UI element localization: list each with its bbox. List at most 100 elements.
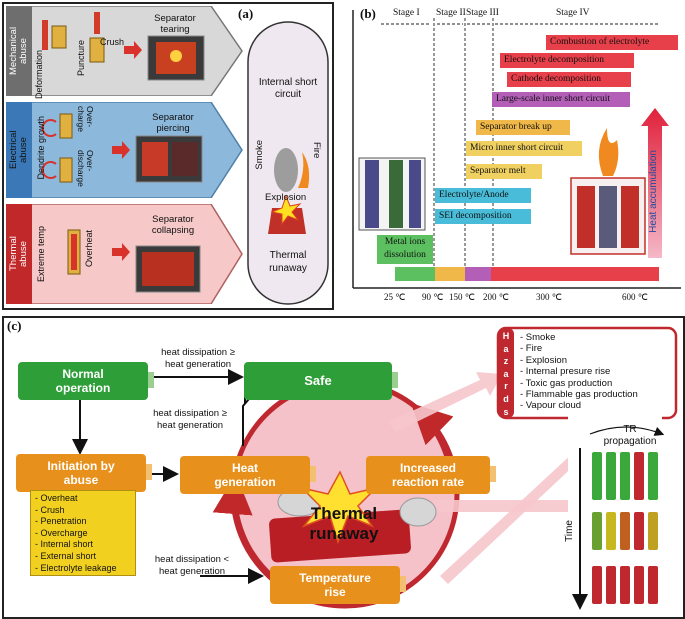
tr-cell: [606, 452, 616, 500]
mechanical-row-shape: [6, 6, 243, 96]
tr-cell: [648, 512, 658, 550]
tick-150: 150 ℃: [449, 292, 475, 302]
battery-terminal: [310, 466, 316, 482]
cause-overcharge: - Overcharge: [35, 527, 88, 538]
stage-2-label: Stage II: [436, 8, 466, 18]
mechanical-cause-crush: Crush: [100, 37, 125, 47]
overcharge-icon: [59, 113, 73, 139]
exploding-battery-icon: [268, 208, 306, 234]
event-sei-decomposition: SEI decomposition: [435, 209, 531, 224]
panel-b-label: (b): [360, 6, 376, 21]
tick-25: 25 ℃: [384, 292, 406, 302]
explosion-icon: [270, 194, 302, 226]
electrical-cause-overcharge: Over-charge: [76, 106, 95, 132]
hazards-title: H a z a r d s: [502, 331, 510, 417]
electrical-row-shape: [6, 102, 243, 198]
puncture-icon: [94, 12, 100, 34]
arrow-label-dissipation-1: heat dissipation ≥heat generation: [161, 347, 235, 370]
tick-600: 600 ℃: [622, 292, 648, 302]
capsule-shape: [247, 21, 329, 305]
stage-3-label: Stage III: [466, 8, 499, 18]
hazard-fire: - Fire: [520, 343, 543, 355]
electrical-cause-dendrite: Dendrite growth: [36, 116, 46, 180]
capsule-fire: Fire: [311, 142, 322, 159]
stage-4-label: Stage IV: [556, 8, 590, 18]
event-separator-melt: Separator melt: [466, 164, 542, 179]
tr-cell: [620, 566, 630, 604]
hazards-list: - Smoke - Fire - Explosion - Internal pr…: [520, 332, 638, 412]
fire-icon: [298, 152, 310, 188]
battery-terminal: [490, 466, 496, 482]
capsule-explosion: Explosion: [265, 192, 307, 203]
event-combustion: Combustion of electrolyte: [546, 35, 678, 50]
electrical-cause-overdischarge: Over-discharge: [76, 150, 95, 187]
tr-cell: [592, 566, 602, 604]
tr-cell: [634, 512, 644, 550]
deformation-icon: [42, 20, 48, 50]
capsule-smoke: Smoke: [254, 140, 265, 170]
stage-1-label: Stage I: [393, 8, 420, 18]
hazard-smoke: - Smoke: [520, 332, 556, 343]
tr-cell: [648, 566, 658, 604]
event-separator-breakup: Separator break up: [476, 120, 570, 135]
cause-internal-short: - Internal short: [35, 539, 94, 550]
panel-c-label: (c): [7, 318, 22, 333]
hazard-pressure: - Internal presure rise: [520, 366, 611, 378]
event-electrolyte-anode: Electrolyte/Anode: [435, 188, 531, 203]
arrow-label-dissipation-3: heat dissipation <heat generation: [154, 554, 230, 577]
cause-external-short: - External short: [35, 550, 97, 561]
mechanical-cause-puncture: Puncture: [76, 40, 86, 77]
heat-accumulation-label: Heat accumulation: [648, 150, 659, 233]
cause-crush: - Crush: [35, 504, 65, 515]
hazard-vapour-cloud: - Vapour cloud: [520, 400, 582, 412]
tr-cell: [592, 452, 602, 500]
time-label: Time: [564, 520, 575, 542]
tr-cell: [620, 512, 630, 550]
causes-list: - Overheat - Crush - Penetration - Overc…: [30, 490, 136, 576]
flame-icon: [598, 128, 619, 176]
tr-cell: [648, 452, 658, 500]
mechanical-cause-deformation: Deformation: [34, 50, 44, 100]
tr-cell: [592, 512, 602, 550]
panel-a-label: (a): [238, 6, 254, 21]
tr-cell: [634, 566, 644, 604]
heat-arrow-icon: [641, 108, 669, 258]
battery-terminal: [392, 372, 398, 388]
thermal-cause-extreme: Extreme temp: [36, 226, 46, 283]
battery-terminal: [146, 464, 152, 480]
tr-cell: [606, 512, 616, 550]
hazard-explosion: - Explosion: [520, 354, 567, 366]
battery-terminal: [400, 576, 406, 592]
tick-200: 200 ℃: [483, 292, 509, 302]
hazard-toxic-gas: - Toxic gas production: [520, 377, 613, 389]
event-electrolyte-decomposition: Electrolyte decomposition: [500, 53, 634, 68]
arrow-label-dissipation-2: heat dissipation ≥heat generation: [153, 408, 227, 431]
arrow-right-icon: [124, 41, 142, 59]
overdischarge-icon: [59, 157, 73, 183]
safe-box: Safe: [244, 362, 392, 400]
arrow-right-icon: [112, 243, 130, 261]
tr-cell: [620, 452, 630, 500]
tick-90: 90 ℃: [422, 292, 444, 302]
event-micro-short: Micro inner short circuit: [466, 141, 582, 156]
tr-cell: [634, 452, 644, 500]
cause-overheat: - Overheat: [35, 493, 78, 503]
cause-electrolyte-leakage: - Electrolyte leakage: [35, 562, 117, 573]
event-large-scale-short: Large-scale inner short circuit: [492, 92, 630, 107]
smoke-icon: [274, 148, 298, 192]
cause-penetration: - Penetration: [35, 516, 87, 527]
